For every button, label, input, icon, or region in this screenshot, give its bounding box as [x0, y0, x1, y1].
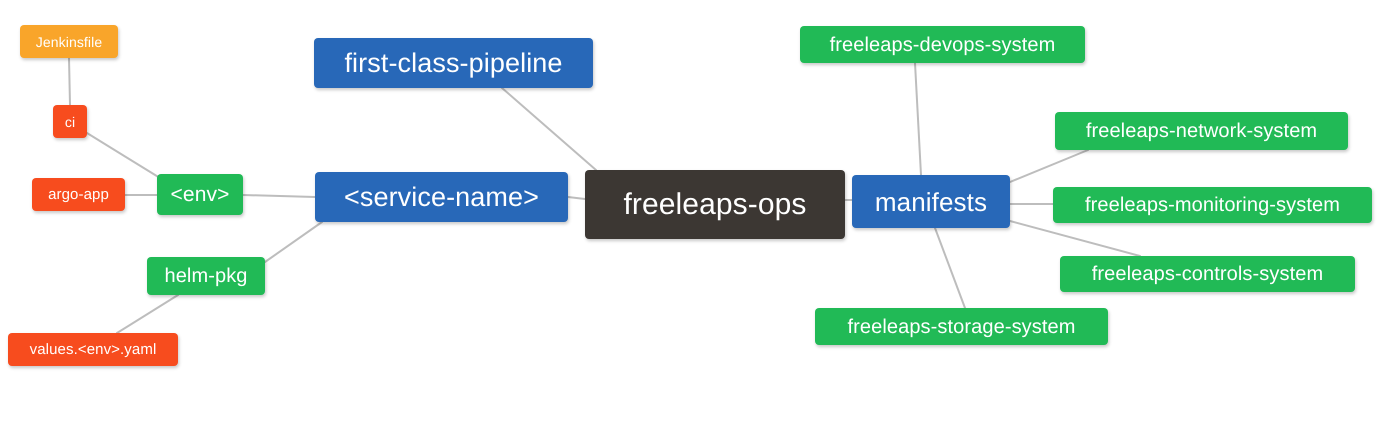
node-label: Jenkinsfile: [35, 33, 103, 50]
node-label: <service-name>: [344, 181, 539, 212]
node-freeleaps-storage-system[interactable]: freeleaps-storage-system: [815, 308, 1108, 345]
edge-manifests-to-freeleaps-controls-system: [1009, 220, 1141, 257]
node-label: values.<env>.yaml: [29, 341, 157, 358]
node-label: freeleaps-ops: [623, 187, 807, 221]
edge-manifests-to-freeleaps-devops-system: [914, 62, 922, 176]
edge-manifests-to-freeleaps-network-system: [1009, 149, 1089, 183]
node-label: ci: [64, 113, 76, 130]
node-values-env-yaml[interactable]: values.<env>.yaml: [8, 333, 178, 366]
node-ci[interactable]: ci: [53, 105, 87, 138]
edge-env-to-service-name: [242, 194, 316, 198]
node-label: manifests: [874, 186, 988, 217]
node-label: freeleaps-controls-system: [1091, 263, 1324, 285]
node-first-class-pipeline[interactable]: first-class-pipeline: [314, 38, 593, 88]
node-freeleaps-devops-system[interactable]: freeleaps-devops-system: [800, 26, 1085, 63]
node-freeleaps-controls-system[interactable]: freeleaps-controls-system: [1060, 256, 1355, 292]
node-env[interactable]: <env>: [157, 174, 243, 215]
node-label: argo-app: [48, 186, 109, 203]
node-argo-app[interactable]: argo-app: [32, 178, 125, 211]
node-label: <env>: [170, 183, 230, 206]
edge-service-name-to-freeleaps-ops: [567, 196, 586, 200]
node-manifests[interactable]: manifests: [852, 175, 1010, 228]
node-freeleaps-network-system[interactable]: freeleaps-network-system: [1055, 112, 1348, 150]
edge-first-class-pipeline-to-freeleaps-ops: [501, 87, 597, 171]
node-freeleaps-monitoring-system[interactable]: freeleaps-monitoring-system: [1053, 187, 1372, 223]
node-label: helm-pkg: [164, 265, 248, 287]
node-label: freeleaps-storage-system: [847, 315, 1076, 338]
node-freeleaps-ops[interactable]: freeleaps-ops: [585, 170, 845, 239]
edge-helm-pkg-to-values-env-yaml: [116, 294, 179, 334]
edge-manifests-to-freeleaps-storage-system: [934, 227, 966, 309]
node-label: freeleaps-monitoring-system: [1084, 194, 1340, 216]
node-helm-pkg[interactable]: helm-pkg: [147, 257, 265, 295]
node-label: first-class-pipeline: [344, 47, 563, 78]
edge-service-name-to-helm-pkg: [264, 221, 323, 263]
node-label: freeleaps-network-system: [1085, 120, 1318, 142]
edge-ci-to-env: [86, 132, 161, 179]
node-service-name[interactable]: <service-name>: [315, 172, 568, 222]
node-label: freeleaps-devops-system: [829, 33, 1056, 56]
edge-jenkinsfile-to-ci: [68, 57, 71, 106]
node-jenkinsfile[interactable]: Jenkinsfile: [20, 25, 118, 58]
